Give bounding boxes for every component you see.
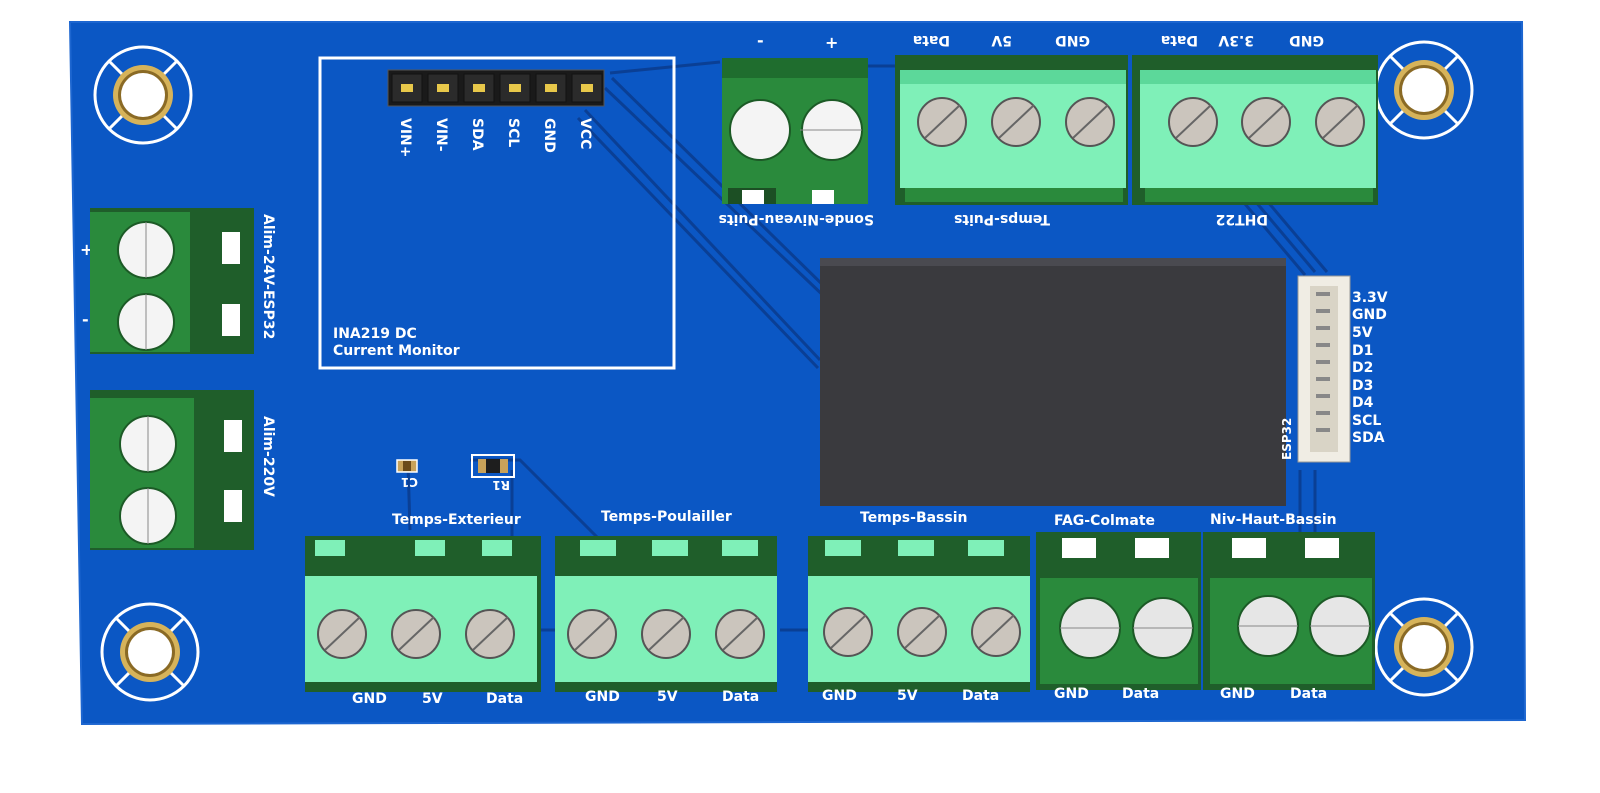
pin-label: GND xyxy=(1055,32,1090,48)
pin-label: 5V xyxy=(897,688,918,704)
esp32-module: ESP32 3.3V GND 5V D1 D2 D3 D4 SCL SDA xyxy=(820,258,1388,506)
ina219-module: VIN+ VIN- SDA SCL GND VCC INA219 DC Curr… xyxy=(318,56,676,370)
mounting-holes xyxy=(93,40,1474,702)
esp32-pin-label: 3.3V xyxy=(1352,290,1388,306)
esp32-pin-label: D3 xyxy=(1352,378,1373,394)
ina219-pin-label: VCC xyxy=(577,118,593,149)
mounting-hole-bottom-left xyxy=(100,602,200,702)
pin-label: Data xyxy=(1122,686,1159,702)
connector-label: Temps-Poulailler xyxy=(601,509,732,525)
ina219-title: INA219 DC xyxy=(333,326,417,342)
connector-fag-colmate: FAG-Colmate GND Data xyxy=(1036,513,1201,702)
esp32-pin-label: D2 xyxy=(1352,360,1373,376)
connector-label: Temps-Puits xyxy=(954,211,1050,227)
pin-label: Data xyxy=(1161,32,1198,48)
connector-label: DHT22 xyxy=(1216,211,1268,227)
r1-label: R1 xyxy=(492,478,510,492)
esp32-label: ESP32 xyxy=(1280,418,1294,460)
pin-label: + xyxy=(825,33,838,52)
esp32-pin-label: GND xyxy=(1352,307,1387,323)
connector-dht22: Data 3.3V GND DHT22 xyxy=(1132,32,1378,227)
esp32-pin-label: D1 xyxy=(1352,343,1373,359)
pin-label: GND xyxy=(1289,32,1324,48)
pin-label: Data xyxy=(1290,686,1327,702)
connector-label: Alim-220V xyxy=(260,416,276,497)
mounting-hole-bottom-right xyxy=(1374,597,1474,697)
connector-label: Sonde-Niveau-Puits xyxy=(719,211,874,227)
pin-label: 3.3V xyxy=(1218,32,1254,48)
connector-temps-bassin: Temps-Bassin GND 5V Data xyxy=(808,510,1030,704)
pin-label: Data xyxy=(486,691,523,707)
ina219-pin-label: VIN- xyxy=(433,118,449,152)
pin-label: GND xyxy=(352,691,387,707)
connector-temps-poulailler: Temps-Poulailler GND 5V Data xyxy=(555,509,777,705)
esp32-pin-label: SCL xyxy=(1352,413,1381,429)
connector-label: Alim-24V-ESP32 xyxy=(260,214,276,339)
ina219-subtitle: Current Monitor xyxy=(333,343,460,359)
esp32-pin-label: SDA xyxy=(1352,430,1385,446)
pin-label: 5V xyxy=(422,691,443,707)
connector-label: Temps-Exterieur xyxy=(392,512,521,528)
pin-label: Data xyxy=(913,32,950,48)
connector-label: Niv-Haut-Bassin xyxy=(1210,512,1337,528)
pin-label: - xyxy=(757,31,764,50)
esp32-pin-label: D4 xyxy=(1352,395,1374,411)
pin-label: Data xyxy=(962,688,999,704)
pin-label: 5V xyxy=(657,689,678,705)
connector-label: FAG-Colmate xyxy=(1054,513,1155,529)
connector-temps-puits: Data 5V GND Temps-Puits xyxy=(895,32,1128,227)
ina219-pin-label: GND xyxy=(541,118,557,153)
connector-alim-24v-esp32: + - Alim-24V-ESP32 xyxy=(80,208,276,354)
copper-traces xyxy=(406,60,1329,632)
mounting-hole-top-right xyxy=(1374,40,1474,140)
connector-niv-haut-bassin: Niv-Haut-Bassin GND Data xyxy=(1203,512,1375,702)
connector-sonde-niveau-puits: - + Sonde-Niveau-Puits xyxy=(719,31,874,227)
pin-label: Data xyxy=(722,689,759,705)
pin-label: GND xyxy=(1220,686,1255,702)
pin-label: GND xyxy=(822,688,857,704)
connector-alim-220v: Alim-220V xyxy=(90,390,276,550)
pin-label: - xyxy=(82,310,89,329)
capacitor-c1: C1 xyxy=(396,459,418,489)
esp32-pin-label: 5V xyxy=(1352,325,1373,341)
pin-header xyxy=(387,69,605,107)
connector-label: Temps-Bassin xyxy=(860,510,968,526)
mounting-hole-top-left xyxy=(93,45,193,145)
resistor-r1: R1 xyxy=(471,454,515,492)
connector-temps-exterieur: Temps-Exterieur GND 5V Data xyxy=(305,512,541,707)
ina219-pin-label: VIN+ xyxy=(397,118,413,158)
c1-label: C1 xyxy=(401,475,418,489)
ina219-pin-label: SDA xyxy=(469,118,485,151)
pin-label: GND xyxy=(1054,686,1089,702)
pin-label: 5V xyxy=(991,32,1012,48)
pin-label: GND xyxy=(585,689,620,705)
ina219-pin-label: SCL xyxy=(505,118,521,147)
